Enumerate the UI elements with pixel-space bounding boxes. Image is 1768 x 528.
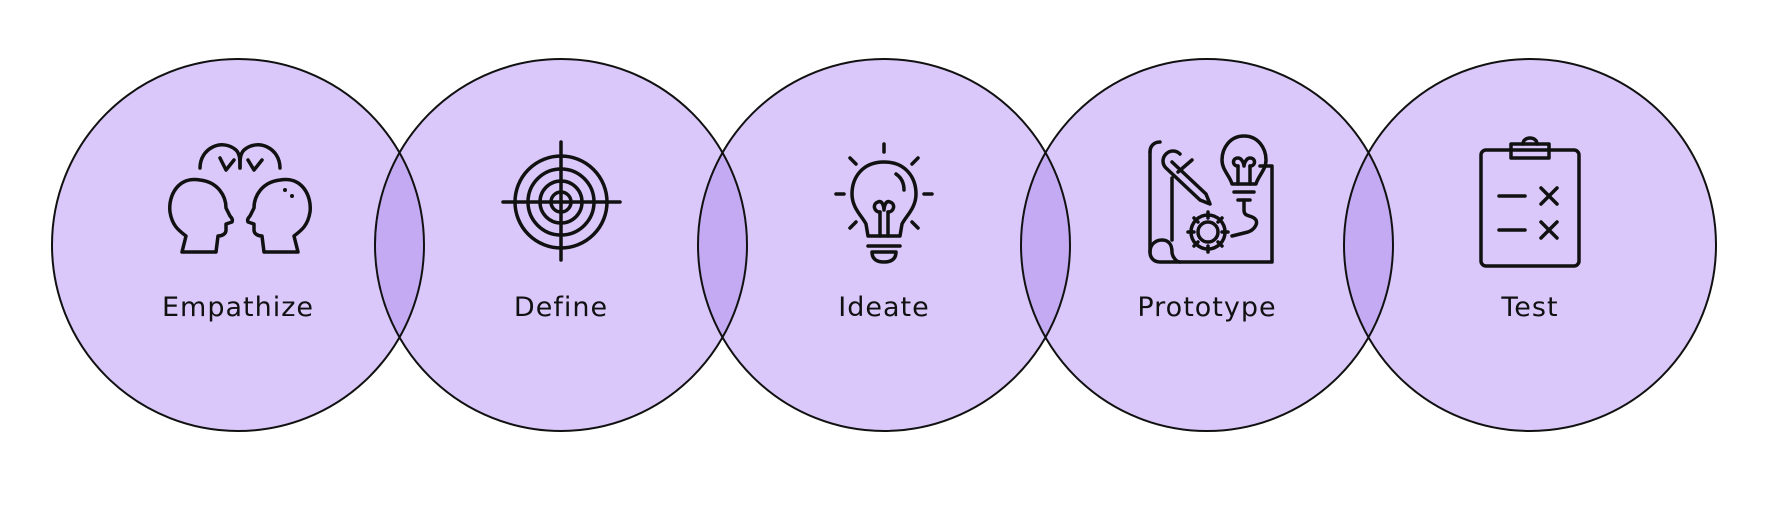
lightbulb-icon <box>834 142 934 264</box>
label-ideate: Ideate <box>838 292 929 323</box>
blueprint-pencil-gear-icon <box>1148 134 1274 264</box>
two-heads-exchange-icon <box>168 143 312 254</box>
label-define: Define <box>514 292 608 323</box>
circle-test <box>1344 59 1716 431</box>
circle-empathize <box>52 59 424 431</box>
label-prototype: Prototype <box>1137 292 1276 323</box>
label-test: Test <box>1500 292 1558 323</box>
clipboard-checklist-icon <box>1479 136 1581 268</box>
target-icon <box>501 140 622 262</box>
stage-labels: Empathize Define Ideate Prototype Test <box>162 292 1558 323</box>
label-empathize: Empathize <box>162 292 314 323</box>
circle-outlines <box>51 58 1717 432</box>
